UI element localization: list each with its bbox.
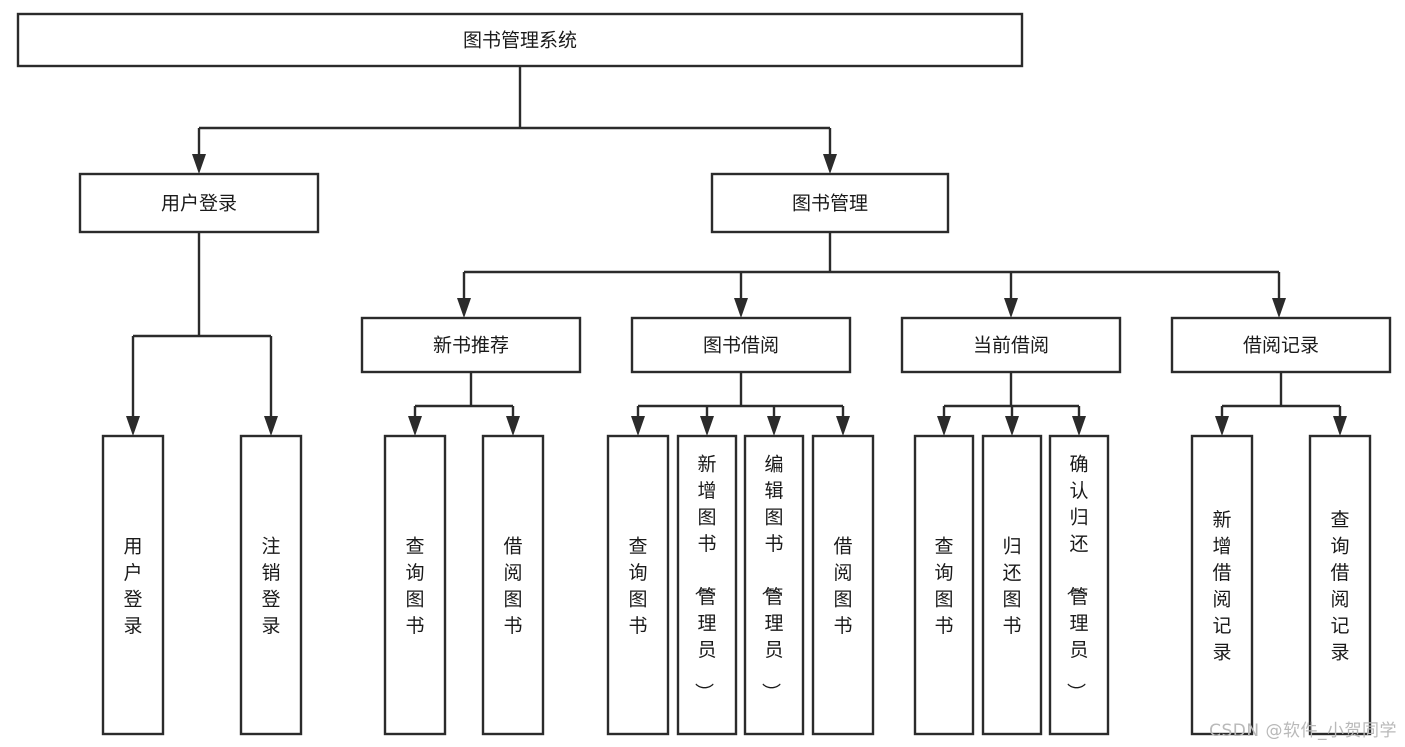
leaf-node-leaf-borrow-book-rec[interactable]: 借阅图书 — [481, 434, 545, 736]
node-rect-user-login[interactable] — [78, 172, 320, 234]
node-label-leaf-add-borrow-record: 新增借阅记录 — [1212, 509, 1231, 664]
node-label-leaf-query-borrow-record: 查询借阅记录 — [1330, 509, 1349, 664]
level3-node-book-borrow[interactable]: 图书借阅 — [630, 316, 852, 374]
node-label-leaf-query-book-current: 查询图书 — [934, 536, 953, 638]
leaf-node-leaf-confirm-return-admin[interactable]: 确认归还（管理员） — [1048, 434, 1110, 736]
node-rect-leaf-query-book-rec[interactable] — [383, 434, 447, 736]
leaf-node-leaf-edit-book-admin[interactable]: 编辑图书（管理员） — [743, 434, 805, 736]
node-label-leaf-confirm-return-admin: 确认归还（管理员） — [1064, 454, 1088, 702]
node-rect-new-book-recommend[interactable] — [360, 316, 582, 374]
csdn-watermark: CSDN @软件_小贺同学 — [1209, 721, 1397, 741]
connector-borrow-record-to-leaves — [1215, 372, 1347, 436]
node-rect-root[interactable] — [16, 12, 1024, 68]
level3-node-current-borrow[interactable]: 当前借阅 — [900, 316, 1122, 374]
node-label-leaf-logout: 注销登录 — [261, 536, 280, 638]
node-label-leaf-return-book: 归还图书 — [1002, 536, 1021, 638]
node-rect-leaf-borrow-book-rec[interactable] — [481, 434, 545, 736]
connector-layer — [126, 66, 1347, 436]
node-label-book-borrow: 图书借阅 — [703, 335, 779, 357]
node-label-leaf-add-book-admin: 新增图书（管理员） — [692, 454, 716, 702]
node-label-root: 图书管理系统 — [463, 30, 577, 52]
root-node-root[interactable]: 图书管理系统 — [16, 12, 1024, 68]
leaf-node-leaf-query-borrow-record[interactable]: 查询借阅记录 — [1308, 434, 1372, 736]
node-label-new-book-recommend: 新书推荐 — [433, 335, 509, 357]
connector-current-borrow-to-leaves — [937, 372, 1086, 436]
node-rect-current-borrow[interactable] — [900, 316, 1122, 374]
connector-root-to-level2 — [192, 66, 837, 174]
leaf-node-leaf-add-book-admin[interactable]: 新增图书（管理员） — [676, 434, 738, 736]
leaf-node-leaf-add-borrow-record[interactable]: 新增借阅记录 — [1190, 434, 1254, 736]
node-label-current-borrow: 当前借阅 — [973, 335, 1049, 357]
node-label-leaf-borrow-book: 借阅图书 — [833, 536, 852, 638]
connector-book-manage-to-level3 — [457, 232, 1286, 318]
level3-node-new-book-recommend[interactable]: 新书推荐 — [360, 316, 582, 374]
node-rect-borrow-record[interactable] — [1170, 316, 1392, 374]
connector-book-borrow-to-leaves — [631, 372, 850, 436]
node-rect-leaf-edit-book-admin[interactable] — [743, 434, 805, 736]
node-rect-leaf-query-book-current[interactable] — [913, 434, 975, 736]
node-label-leaf-user-login: 用户登录 — [123, 536, 142, 638]
node-rect-leaf-return-book[interactable] — [981, 434, 1043, 736]
leaf-node-leaf-user-login[interactable]: 用户登录 — [101, 434, 165, 736]
node-layer: 图书管理系统用户登录图书管理新书推荐图书借阅当前借阅借阅记录用户登录注销登录查询… — [16, 12, 1392, 736]
node-label-leaf-edit-book-admin: 编辑图书（管理员） — [759, 454, 783, 702]
level2-node-book-manage[interactable]: 图书管理 — [710, 172, 950, 234]
leaf-node-leaf-query-book-borrow[interactable]: 查询图书 — [606, 434, 670, 736]
node-rect-leaf-add-book-admin[interactable] — [676, 434, 738, 736]
leaf-node-leaf-query-book-rec[interactable]: 查询图书 — [383, 434, 447, 736]
node-rect-leaf-query-book-borrow[interactable] — [606, 434, 670, 736]
node-label-user-login: 用户登录 — [161, 193, 237, 215]
node-label-leaf-query-book-rec: 查询图书 — [405, 536, 424, 638]
node-rect-book-borrow[interactable] — [630, 316, 852, 374]
node-rect-leaf-logout[interactable] — [239, 434, 303, 736]
node-label-borrow-record: 借阅记录 — [1243, 335, 1319, 357]
connector-new-book-recommend-to-leaves — [408, 372, 520, 436]
node-label-leaf-borrow-book-rec: 借阅图书 — [503, 536, 522, 638]
node-label-book-manage: 图书管理 — [792, 193, 868, 215]
node-rect-book-manage[interactable] — [710, 172, 950, 234]
leaf-node-leaf-query-book-current[interactable]: 查询图书 — [913, 434, 975, 736]
node-label-leaf-query-book-borrow: 查询图书 — [628, 536, 647, 638]
leaf-node-leaf-borrow-book[interactable]: 借阅图书 — [811, 434, 875, 736]
level2-node-user-login[interactable]: 用户登录 — [78, 172, 320, 234]
leaf-node-leaf-return-book[interactable]: 归还图书 — [981, 434, 1043, 736]
leaf-node-leaf-logout[interactable]: 注销登录 — [239, 434, 303, 736]
level3-node-borrow-record[interactable]: 借阅记录 — [1170, 316, 1392, 374]
connector-user-login-to-leaves — [126, 232, 278, 436]
node-rect-leaf-confirm-return-admin[interactable] — [1048, 434, 1110, 736]
node-rect-leaf-query-borrow-record[interactable] — [1308, 434, 1372, 736]
node-rect-leaf-user-login[interactable] — [101, 434, 165, 736]
node-rect-leaf-add-borrow-record[interactable] — [1190, 434, 1254, 736]
node-rect-leaf-borrow-book[interactable] — [811, 434, 875, 736]
